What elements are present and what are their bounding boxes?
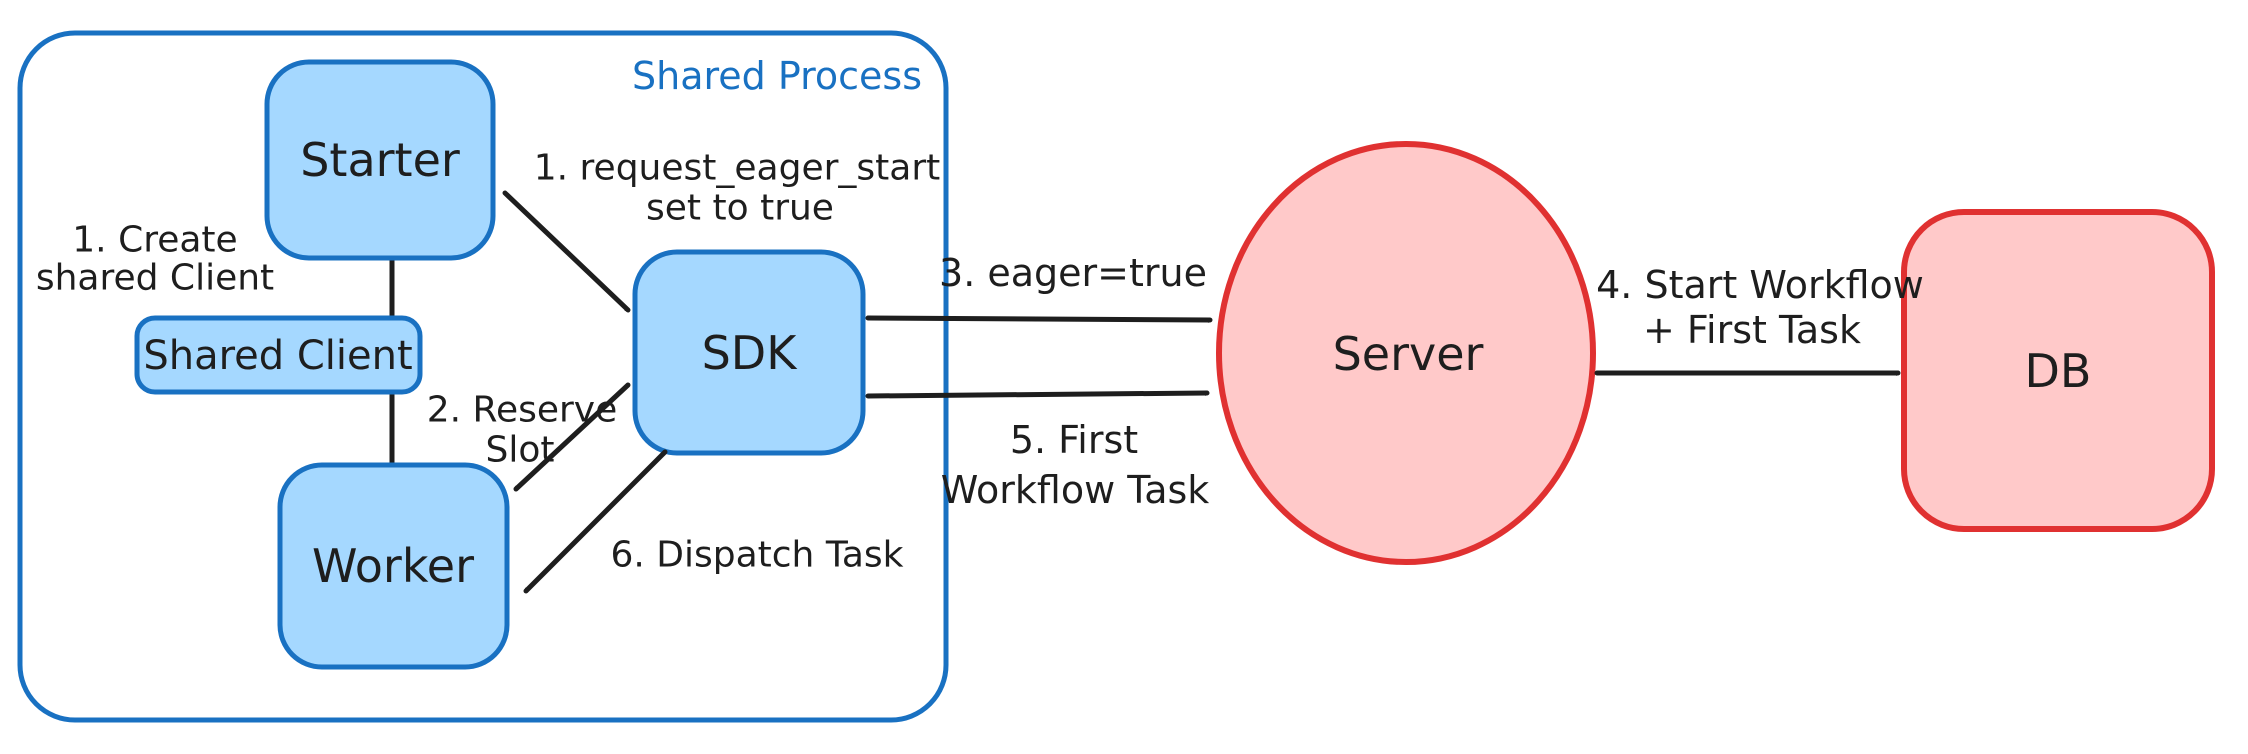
- server-circle: [1216, 141, 1596, 565]
- starter-node: Starter: [264, 59, 496, 261]
- starter-box: [264, 59, 496, 261]
- shared-client-label: Shared Client: [143, 333, 412, 379]
- shared-process-container: [17, 30, 949, 723]
- worker-label: Worker: [312, 539, 474, 593]
- label-reserve-slot-line1: 2. Reserve: [427, 390, 618, 431]
- server-node: Server: [1216, 141, 1596, 565]
- sdk-node: SDK: [632, 249, 866, 456]
- worker-box: [277, 462, 510, 670]
- label-dispatch-task: 6. Dispatch Task: [610, 535, 903, 576]
- label-create-shared-client-line1: 1. Create: [72, 220, 237, 261]
- starter-label: Starter: [300, 133, 460, 187]
- worker-node: Worker: [277, 462, 510, 670]
- arrow-request-eager-start: [502, 190, 631, 313]
- arrow-first-workflow-task: [865, 390, 1210, 396]
- arrow-eager-true: [865, 315, 1213, 320]
- label-start-workflow-line2: + First Task: [1643, 308, 1861, 352]
- shared-client-box: [134, 315, 423, 395]
- db-box: [1901, 209, 2215, 532]
- db-node: DB: [1901, 209, 2215, 532]
- sdk-box: [632, 249, 866, 456]
- label-create-shared-client-line2: shared Client: [36, 258, 274, 299]
- db-label: DB: [2025, 344, 2092, 398]
- label-request-eager-start-line2: set to true: [646, 188, 834, 229]
- shared-process-label: Shared Process: [632, 54, 922, 98]
- label-eager-true: 3. eager=true: [939, 251, 1207, 295]
- arrow-reserve-slot: [513, 382, 631, 492]
- label-request-eager-start-line1: 1. request_eager_start: [534, 148, 941, 189]
- arrow-dispatch-task: [523, 449, 668, 594]
- sdk-label: SDK: [702, 326, 799, 380]
- label-first-workflow-task-line2: Workflow Task: [941, 468, 1210, 512]
- server-label: Server: [1333, 327, 1484, 381]
- label-reserve-slot-line2: Slot: [486, 430, 555, 471]
- label-first-workflow-task-line1: 5. First: [1010, 418, 1138, 462]
- shared-client-node: Shared Client: [134, 315, 423, 395]
- label-start-workflow-line1: 4. Start Workflow: [1596, 263, 1924, 307]
